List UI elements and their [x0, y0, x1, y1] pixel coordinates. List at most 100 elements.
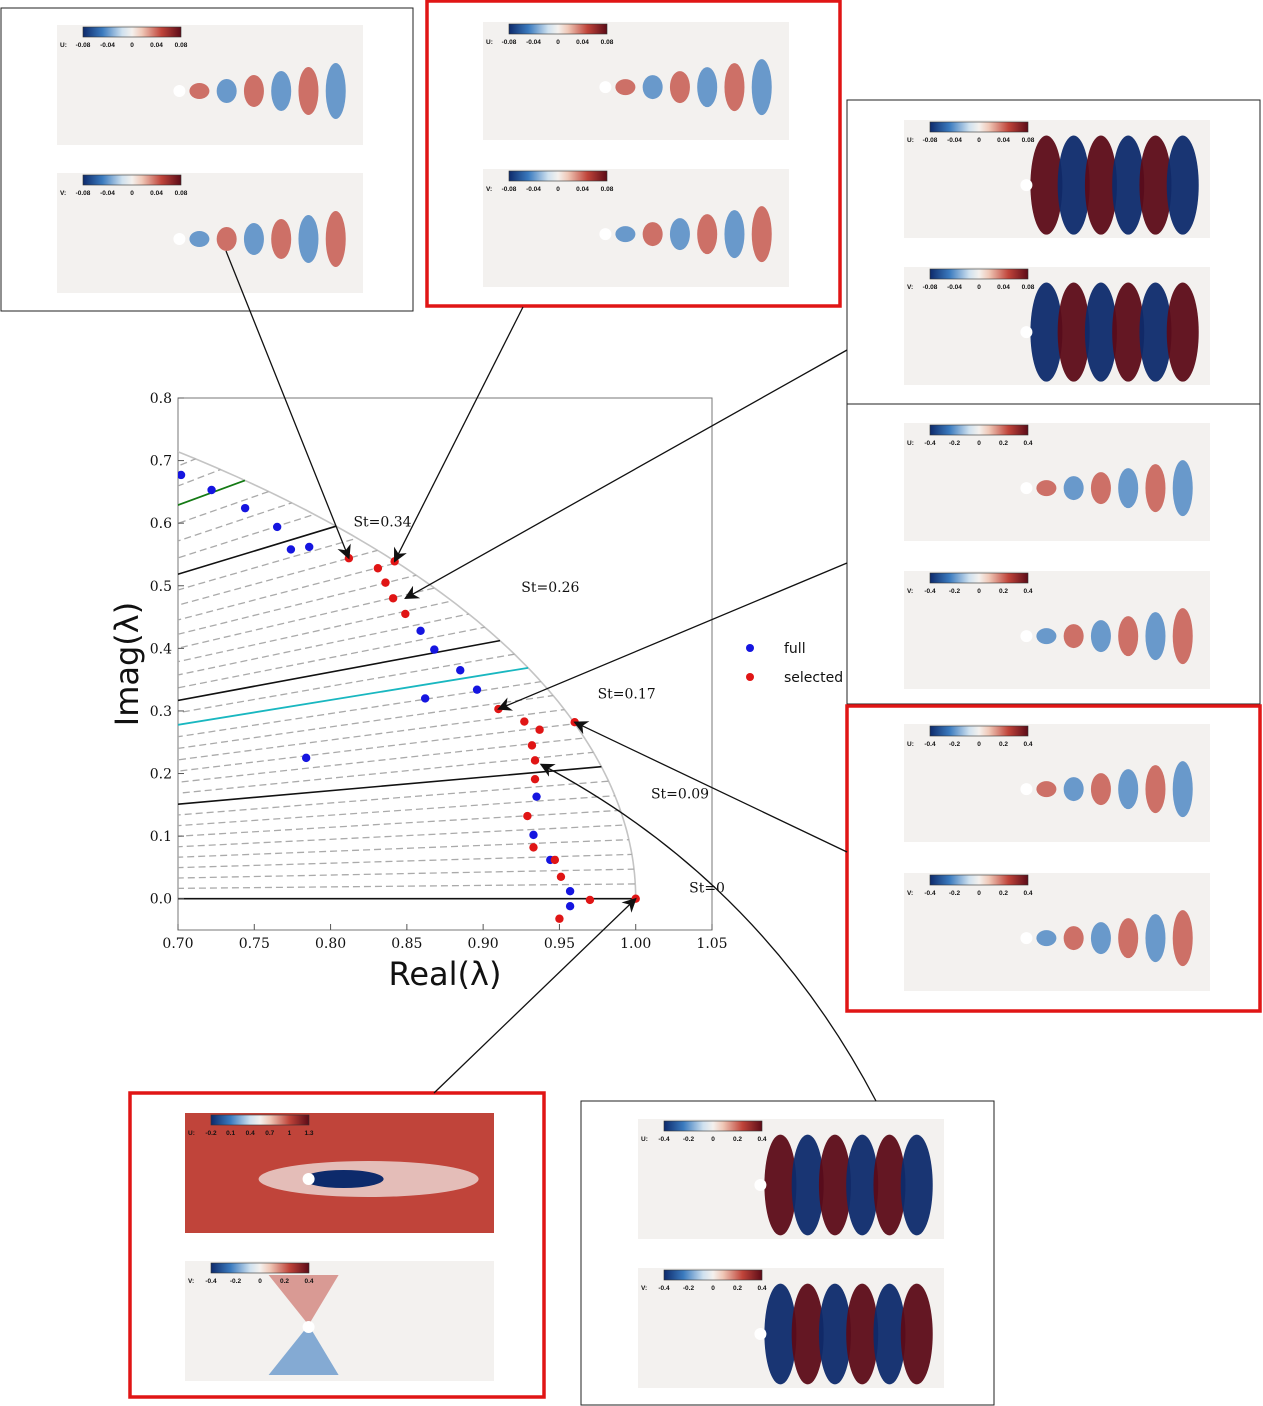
colorbar-tick-label: -0.08: [502, 39, 517, 46]
vortex-structure: [243, 223, 264, 255]
colorbar-variable-label: V:: [188, 1278, 194, 1285]
vortex-structure: [243, 75, 264, 107]
vortex-structure: [846, 1134, 879, 1236]
strouhal-line: [178, 765, 602, 805]
full-eigenvalue-point: [178, 470, 186, 480]
colorbar-variable-label: U:: [907, 741, 914, 748]
colorbar-variable-label: V:: [641, 1285, 647, 1292]
vortex-structure: [900, 1283, 933, 1385]
cylinder-marker: [173, 233, 186, 245]
colorbar-tick-label: 0.4: [757, 1136, 766, 1143]
colorbar-tick-label: 0.2: [733, 1136, 742, 1143]
colorbar: [82, 174, 182, 186]
colorbar-tick-label: 0.08: [1022, 137, 1035, 144]
frequency-ray: [178, 708, 565, 761]
legend-label-selected: selected: [784, 670, 843, 686]
colorbar-tick-label: 0.08: [601, 186, 614, 193]
vortex-structure: [1084, 282, 1117, 382]
vortex-structure: [1172, 910, 1193, 967]
colorbar-tick-label: -0.04: [100, 42, 115, 49]
colorbar-tick-label: 0.2: [280, 1278, 289, 1285]
vortex-structure: [1090, 472, 1111, 505]
strouhal-label: St=0.26: [521, 580, 579, 596]
y-tick-label: 0.1: [150, 829, 172, 845]
colorbar-tick-label: 0.4: [246, 1130, 255, 1137]
frequency-ray: [178, 795, 615, 827]
vortex-structure: [764, 1283, 797, 1385]
colorbar-tick-label: 0.4: [1023, 588, 1032, 595]
x-tick-label: 0.70: [162, 936, 193, 952]
strouhal-label: St=0.17: [598, 686, 656, 702]
selected-eigenvalue-point: [556, 872, 566, 881]
vortex-structure: [1057, 135, 1090, 235]
colorbar-variable-label: U:: [486, 39, 493, 46]
selected-eigenvalue-point: [401, 609, 410, 619]
x-tick-label: 0.85: [391, 936, 422, 952]
colorbar-tick-label: 1.3: [304, 1130, 313, 1137]
colorbar: [508, 23, 608, 35]
field-lobe: [268, 1275, 339, 1325]
frequency-ray: [178, 883, 636, 890]
frequency-ray: [178, 600, 453, 663]
colorbar-tick-label: -0.2: [205, 1130, 217, 1137]
vortex-structure: [818, 1134, 851, 1236]
connector-arrows: [225, 250, 877, 1102]
vortex-structure: [791, 1283, 824, 1385]
vortex-structure: [1118, 468, 1139, 509]
colorbar-tick-label: -0.04: [947, 137, 962, 144]
vortex-structure: [1036, 480, 1057, 497]
colorbar-tick-label: -0.2: [683, 1285, 695, 1292]
colorbar: [929, 572, 1029, 584]
selected-eigenvalue-point: [535, 725, 544, 734]
vortex-structure: [1063, 476, 1084, 501]
colorbar-tick-label: 0.2: [733, 1285, 742, 1292]
y-tick-label: 0.7: [150, 454, 172, 470]
connector-arrow: [573, 721, 848, 853]
colorbar-tick-label: -0.04: [100, 190, 115, 197]
vortex-structure: [1063, 777, 1084, 802]
cylinder-marker: [1020, 326, 1033, 339]
vortex-structure: [1112, 282, 1145, 382]
vortex-structure: [271, 71, 292, 111]
frequency-ray: [178, 839, 629, 858]
full-eigenvalue-point: [565, 902, 575, 911]
colorbar-tick-label: 0.04: [576, 186, 589, 193]
vortex-structure: [1172, 761, 1193, 818]
vortex-structure: [873, 1134, 906, 1236]
selected-eigenvalue-point: [529, 843, 538, 852]
vortex-structure: [1145, 765, 1166, 814]
vortex-structure: [1057, 282, 1090, 382]
colorbar: [663, 1269, 763, 1281]
colorbar-tick-label: -0.2: [683, 1136, 695, 1143]
colorbar-tick-label: 0.4: [1023, 741, 1032, 748]
vortex-structure: [1139, 135, 1172, 235]
full-eigenvalue-point: [207, 485, 216, 495]
vortex-structure: [1090, 922, 1111, 955]
vortex-structure: [216, 227, 237, 251]
colorbar-tick-label: 0: [556, 186, 560, 193]
cylinder-marker: [173, 85, 186, 97]
selected-eigenvalue-point: [530, 774, 540, 784]
colorbar-tick-label: -0.4: [924, 440, 936, 447]
colorbar-tick-label: 0: [977, 137, 981, 144]
colorbar-tick-label: 0: [258, 1278, 262, 1285]
colorbar-tick-label: -0.4: [658, 1136, 670, 1143]
colorbar-tick-label: -0.08: [76, 42, 91, 49]
vortex-structure: [751, 206, 772, 263]
colorbar: [929, 725, 1029, 737]
full-eigenvalue-point: [565, 886, 575, 896]
connector-arrow: [497, 562, 848, 711]
colorbar-tick-label: 0.04: [997, 137, 1010, 144]
selected-eigenvalue-point: [520, 717, 529, 726]
colorbar-tick-label: -0.4: [924, 741, 936, 748]
colorbar-variable-label: V:: [907, 588, 913, 595]
